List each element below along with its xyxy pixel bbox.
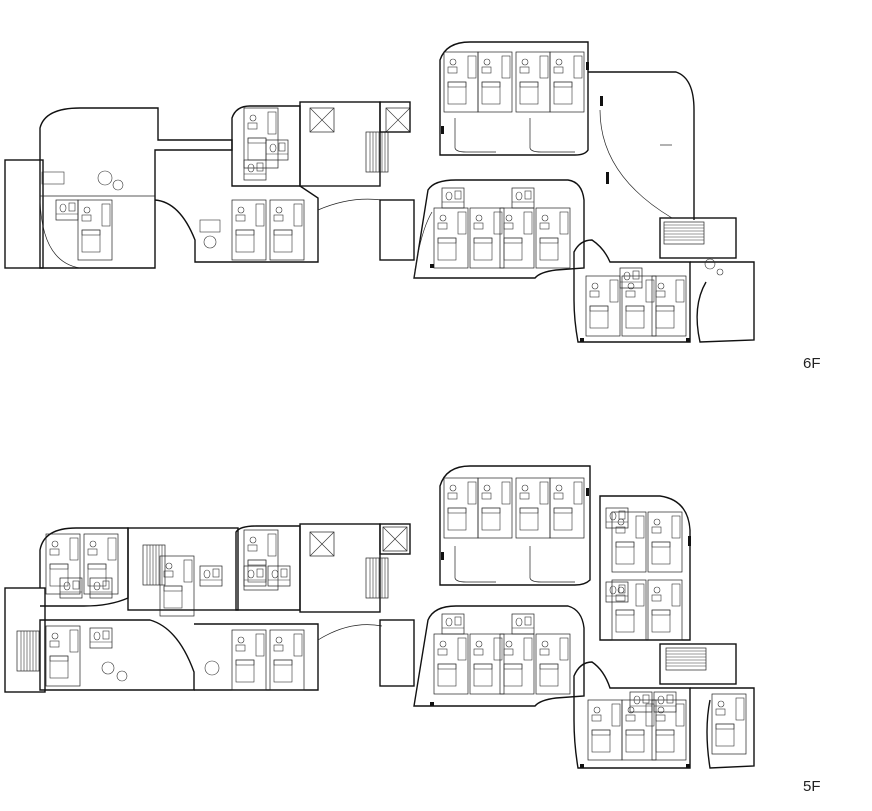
floor-5f-plan [4,465,755,769]
floor-label-6f: 6F [803,355,821,372]
floor-6f-plan [4,41,755,343]
floor-label-5f: 5F [803,778,821,795]
